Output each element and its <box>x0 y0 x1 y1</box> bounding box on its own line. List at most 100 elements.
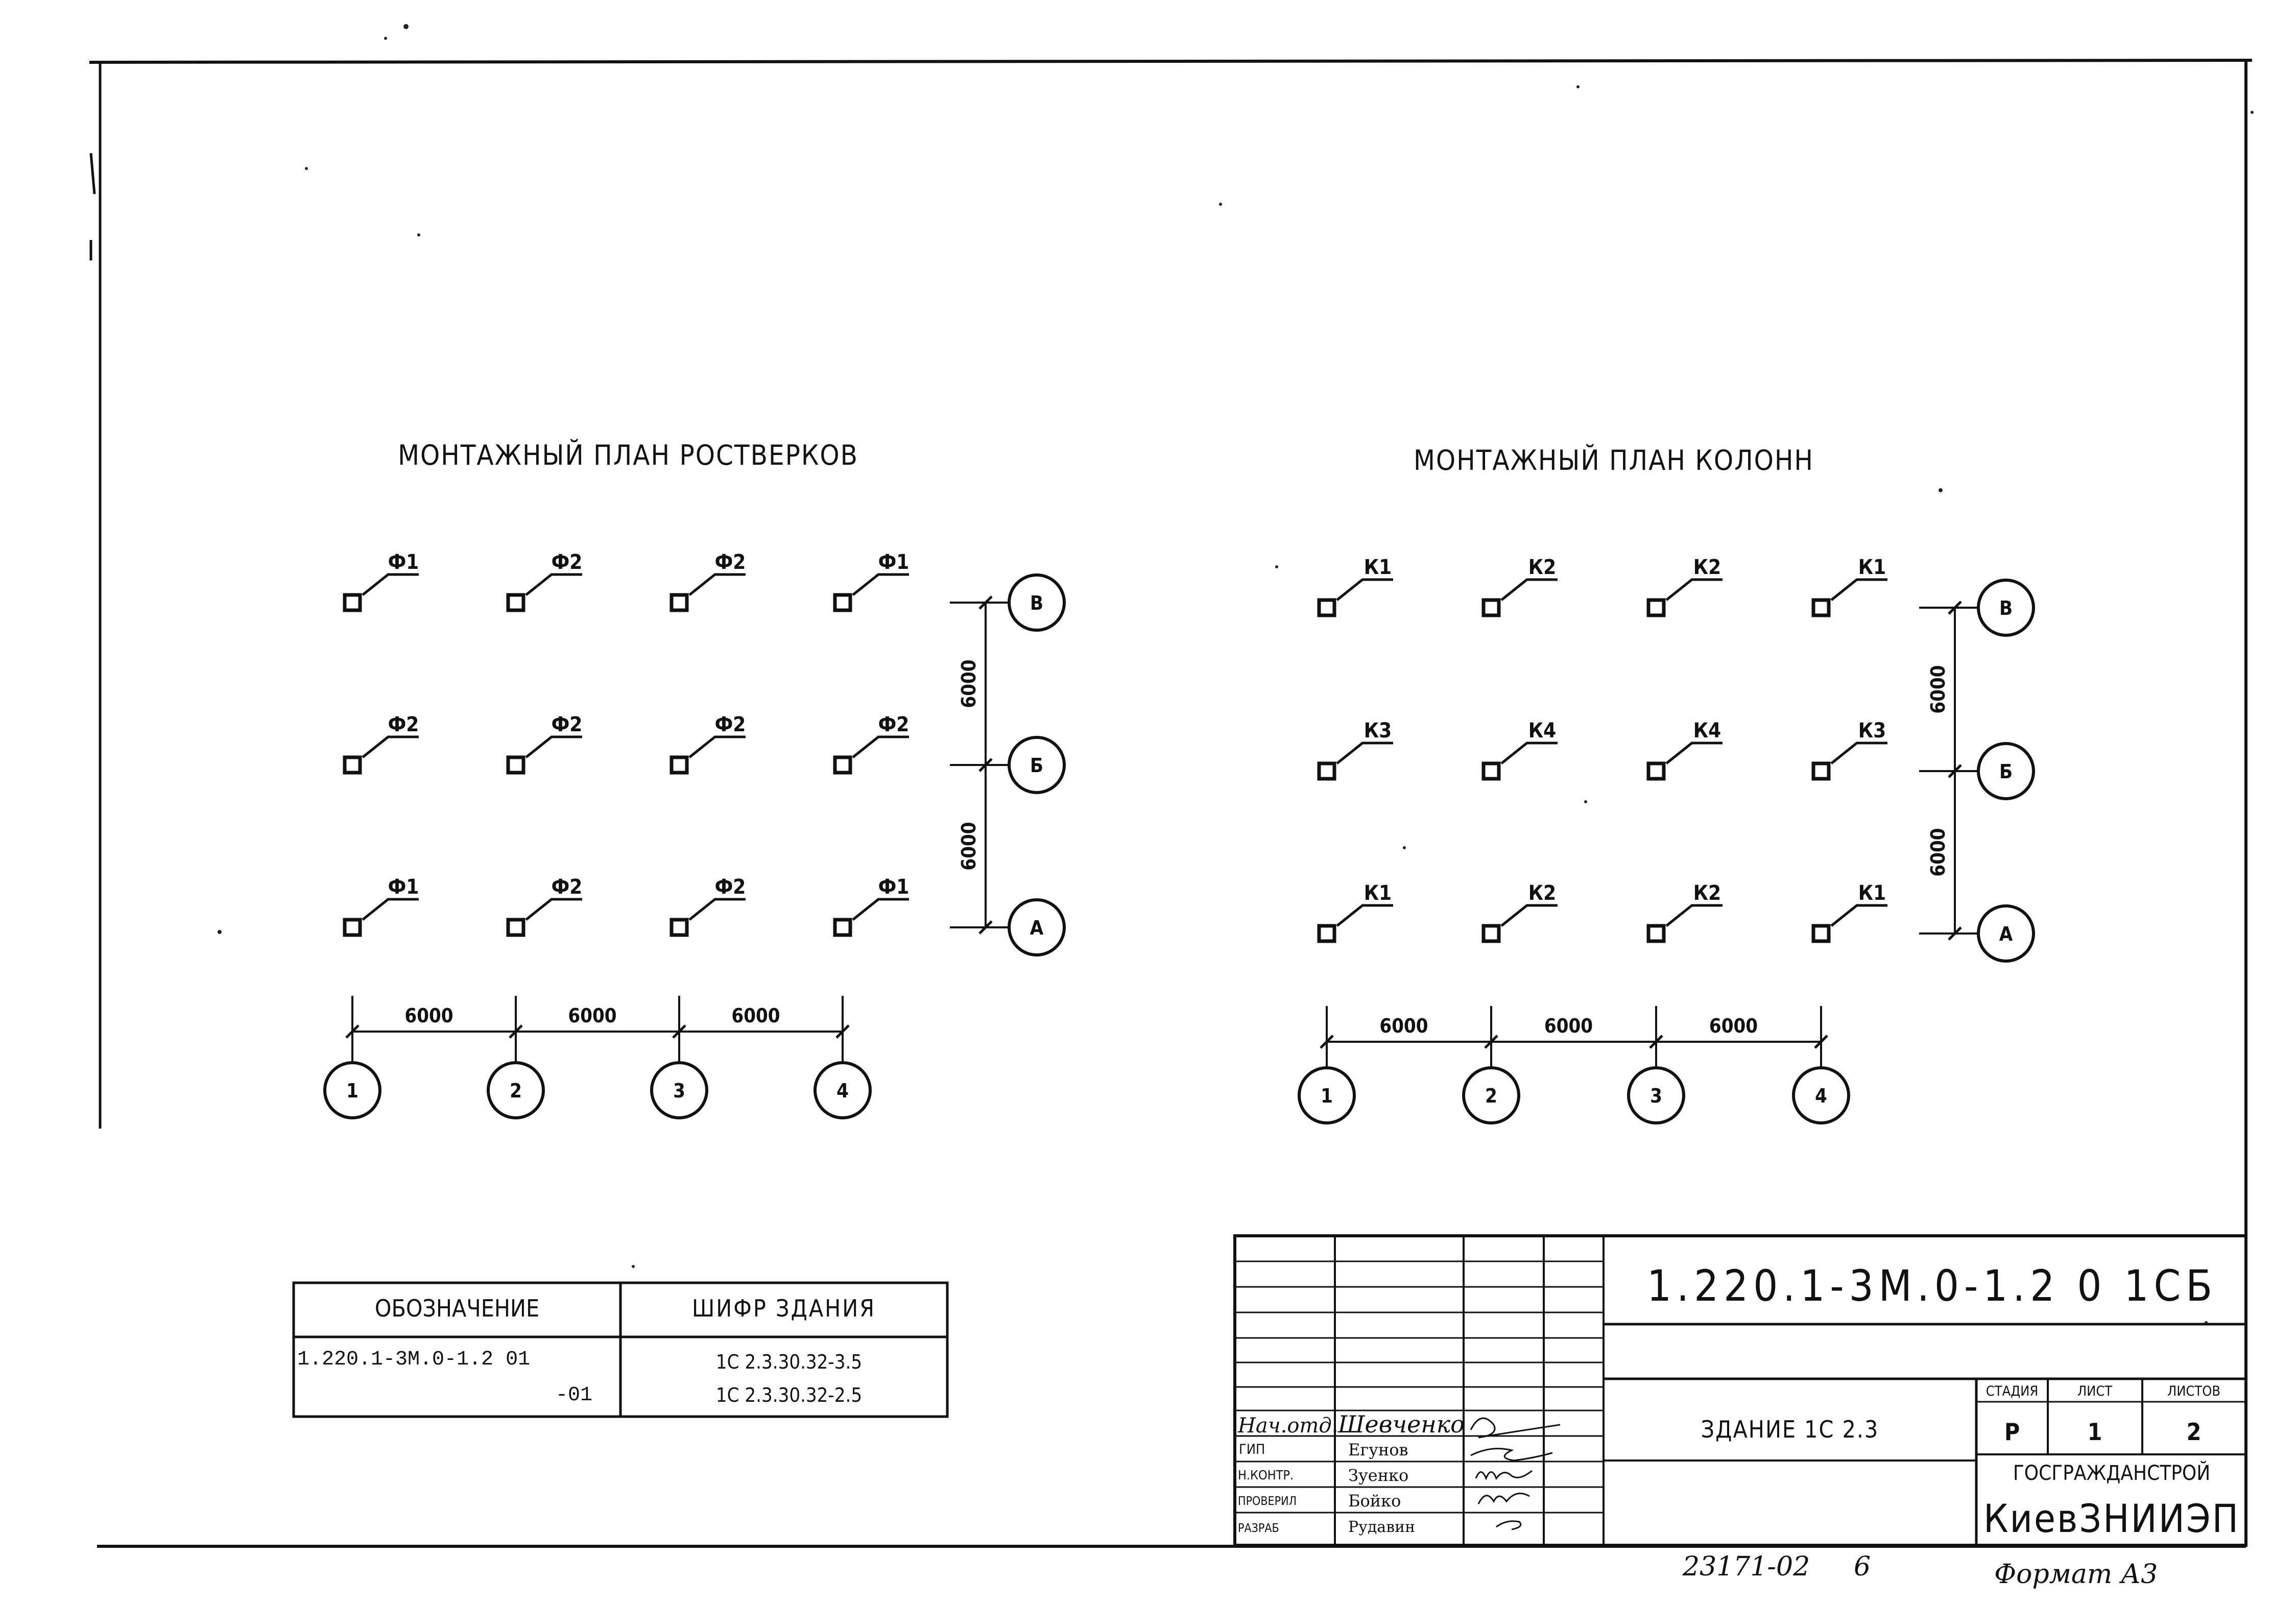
inventory-number: 23171-02 <box>1682 1551 1810 1582</box>
pier-square <box>669 755 689 775</box>
axis-label: 1 <box>346 1080 358 1102</box>
axis-bubble <box>1298 1066 1356 1124</box>
axis-label: Б <box>1030 754 1043 777</box>
element-mark: Ф1 <box>388 550 419 574</box>
element-mark: Ф2 <box>552 875 583 899</box>
axis-bubble <box>1008 573 1066 632</box>
dimension-value: 6000 <box>731 1004 780 1027</box>
axis-bubble <box>1792 1066 1850 1124</box>
organization-ministry: ГОСГРАЖДАНСТРОЙ <box>2013 1461 2210 1485</box>
leader-line <box>362 573 419 596</box>
element-mark: К4 <box>1693 719 1721 743</box>
dimension-value: 6000 <box>1379 1015 1428 1037</box>
axis-label: В <box>1999 597 2013 619</box>
spec-row-2-designation: -01 <box>556 1384 592 1407</box>
dimension-tick <box>978 920 993 935</box>
axis-bubble <box>323 1061 381 1119</box>
leader-line <box>1830 904 1887 927</box>
scan-noise <box>218 24 2254 1324</box>
element-mark: К2 <box>1528 881 1556 905</box>
leader-line <box>525 735 582 758</box>
leader-line <box>1336 578 1393 601</box>
dimension-value: 6000 <box>1709 1015 1758 1037</box>
pier-square <box>669 593 689 612</box>
axis-label: 2 <box>510 1080 522 1102</box>
element-mark: К1 <box>1858 881 1886 905</box>
role-chief-engineer: ГИП <box>1239 1442 1265 1457</box>
pier-square <box>1646 761 1666 781</box>
spec-row-2-code: 1С 2.3.30.32-2.5 <box>716 1384 862 1406</box>
axis-bubble <box>1627 1066 1685 1124</box>
role-developer: РАЗРАБ <box>1238 1522 1279 1535</box>
pier-square <box>669 918 689 937</box>
axis-bubble <box>487 1061 545 1119</box>
sheets-header: ЛИСТОВ <box>2167 1383 2220 1399</box>
dimension-value: 6000 <box>1544 1015 1593 1037</box>
element-mark: К1 <box>1364 881 1392 905</box>
element-mark: Ф2 <box>552 713 583 736</box>
pier-square <box>1811 761 1831 781</box>
element-mark: К3 <box>1858 719 1886 743</box>
axis-label: 1 <box>1321 1085 1333 1107</box>
dimension-tick <box>1814 1035 1828 1049</box>
dimension-tick <box>1948 926 1962 941</box>
leader-line <box>688 735 746 758</box>
signer-chief-engineer: Егунов <box>1348 1440 1408 1459</box>
dimension-tick <box>1948 764 1962 778</box>
pier-square <box>1811 598 1831 617</box>
axis-label: Б <box>1999 760 2013 783</box>
pier-square <box>1317 598 1336 617</box>
signer-norm-control: Зуенко <box>1348 1466 1408 1485</box>
element-mark: К4 <box>1528 719 1556 743</box>
axis-bubble <box>1008 898 1066 956</box>
pier-square <box>1317 761 1336 781</box>
axis-bubble <box>1977 904 2035 963</box>
sheet-footer: 23171-02 6 Формат А3 <box>1682 1551 2158 1590</box>
signer-checked-by: Бойко <box>1348 1491 1401 1511</box>
sheet-header: ЛИСТ <box>2077 1383 2112 1399</box>
leader-line <box>525 573 582 596</box>
leader-line <box>688 898 746 921</box>
pier-square <box>506 918 525 937</box>
plan-title: МОНТАЖНЫЙ ПЛАН РОСТВЕРКОВ <box>398 439 858 471</box>
spec-row-1-code: 1С 2.3.30.32-3.5 <box>716 1351 862 1373</box>
organization-institute: КиевЗНИИЭП <box>1983 1496 2240 1541</box>
axis-bubble <box>814 1061 872 1119</box>
dimension-value: 6000 <box>1927 665 1949 713</box>
axis-bubble <box>1977 579 2035 637</box>
sheet-value: 1 <box>2088 1418 2102 1446</box>
sheet-format: Формат А3 <box>1994 1559 2158 1590</box>
leader-line <box>525 898 582 921</box>
pier-square <box>343 918 362 937</box>
axis-bubble <box>1462 1066 1520 1124</box>
pier-square <box>833 755 852 775</box>
leader-line <box>1336 904 1393 927</box>
leader-line <box>362 898 419 921</box>
leader-line <box>1500 904 1558 927</box>
dimension-tick <box>978 758 993 772</box>
axis-bubble <box>1008 736 1066 794</box>
element-mark: К1 <box>1364 556 1392 579</box>
element-mark: Ф1 <box>878 875 910 899</box>
dimension-value: 6000 <box>1927 828 1949 876</box>
pier-square <box>343 593 362 612</box>
element-mark: К2 <box>1528 556 1556 579</box>
dimension-tick <box>1320 1035 1334 1049</box>
element-mark: К1 <box>1858 556 1886 579</box>
dimension-tick <box>1649 1035 1663 1049</box>
element-mark: К2 <box>1693 881 1721 905</box>
element-mark: Ф1 <box>388 875 419 899</box>
plan-title: МОНТАЖНЫЙ ПЛАН КОЛОНН <box>1414 444 1814 476</box>
leader-line <box>362 735 419 758</box>
leader-line <box>852 735 909 758</box>
pier-square <box>1481 598 1501 617</box>
dimension-value: 6000 <box>958 822 980 870</box>
leader-line <box>1500 741 1558 764</box>
sheets-value: 2 <box>2187 1418 2202 1446</box>
signatures <box>1470 1417 1561 1530</box>
dimension-tick <box>345 1024 360 1039</box>
axis-label: 2 <box>1485 1085 1497 1107</box>
element-mark: Ф2 <box>388 713 419 736</box>
dimension-tick <box>1948 601 1962 615</box>
